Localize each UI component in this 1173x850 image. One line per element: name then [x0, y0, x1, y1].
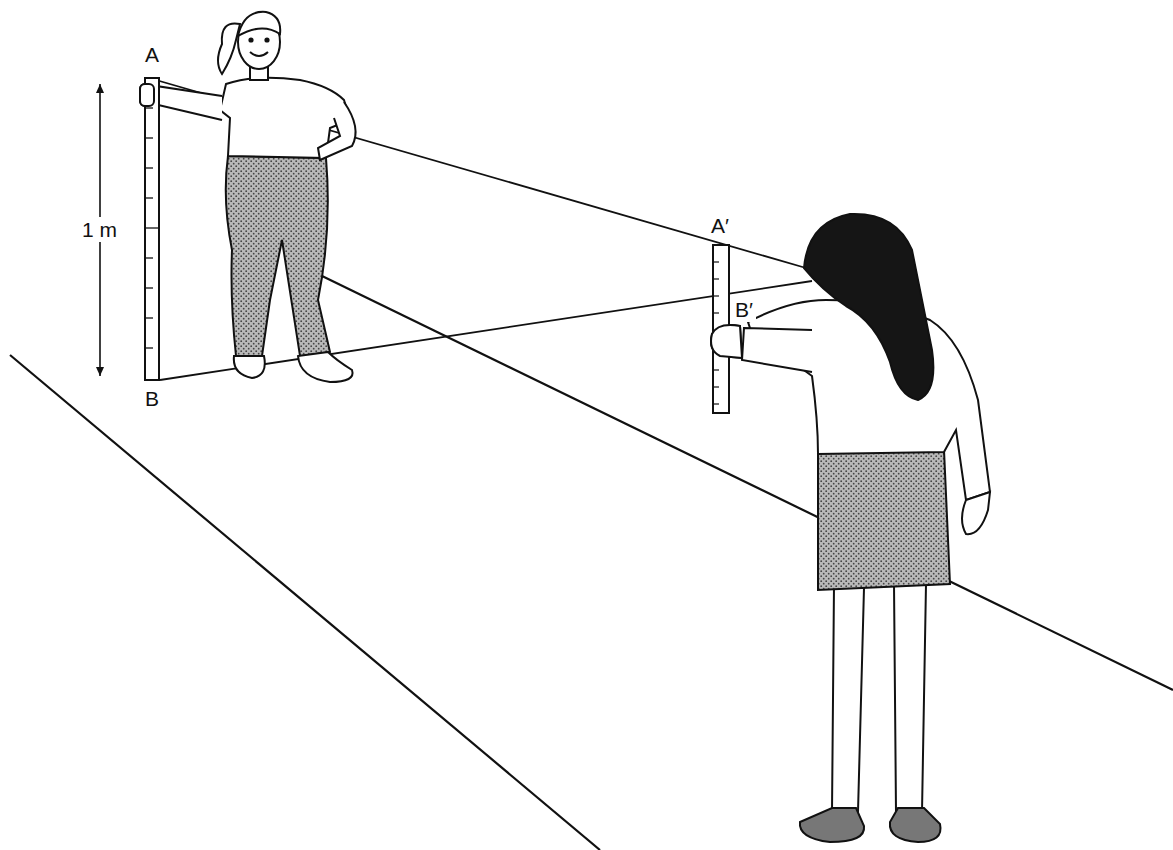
road-edge	[10, 275, 1173, 850]
point-label: B	[142, 386, 162, 411]
dimension-label: 1 m	[79, 217, 120, 242]
point-label: B′	[732, 297, 756, 322]
point-label: A	[142, 42, 162, 67]
point-label: A′	[708, 213, 732, 238]
hand-ruler	[711, 245, 742, 413]
observing-girl	[711, 214, 990, 842]
standing-girl	[140, 12, 356, 382]
metre-stick	[140, 78, 159, 380]
